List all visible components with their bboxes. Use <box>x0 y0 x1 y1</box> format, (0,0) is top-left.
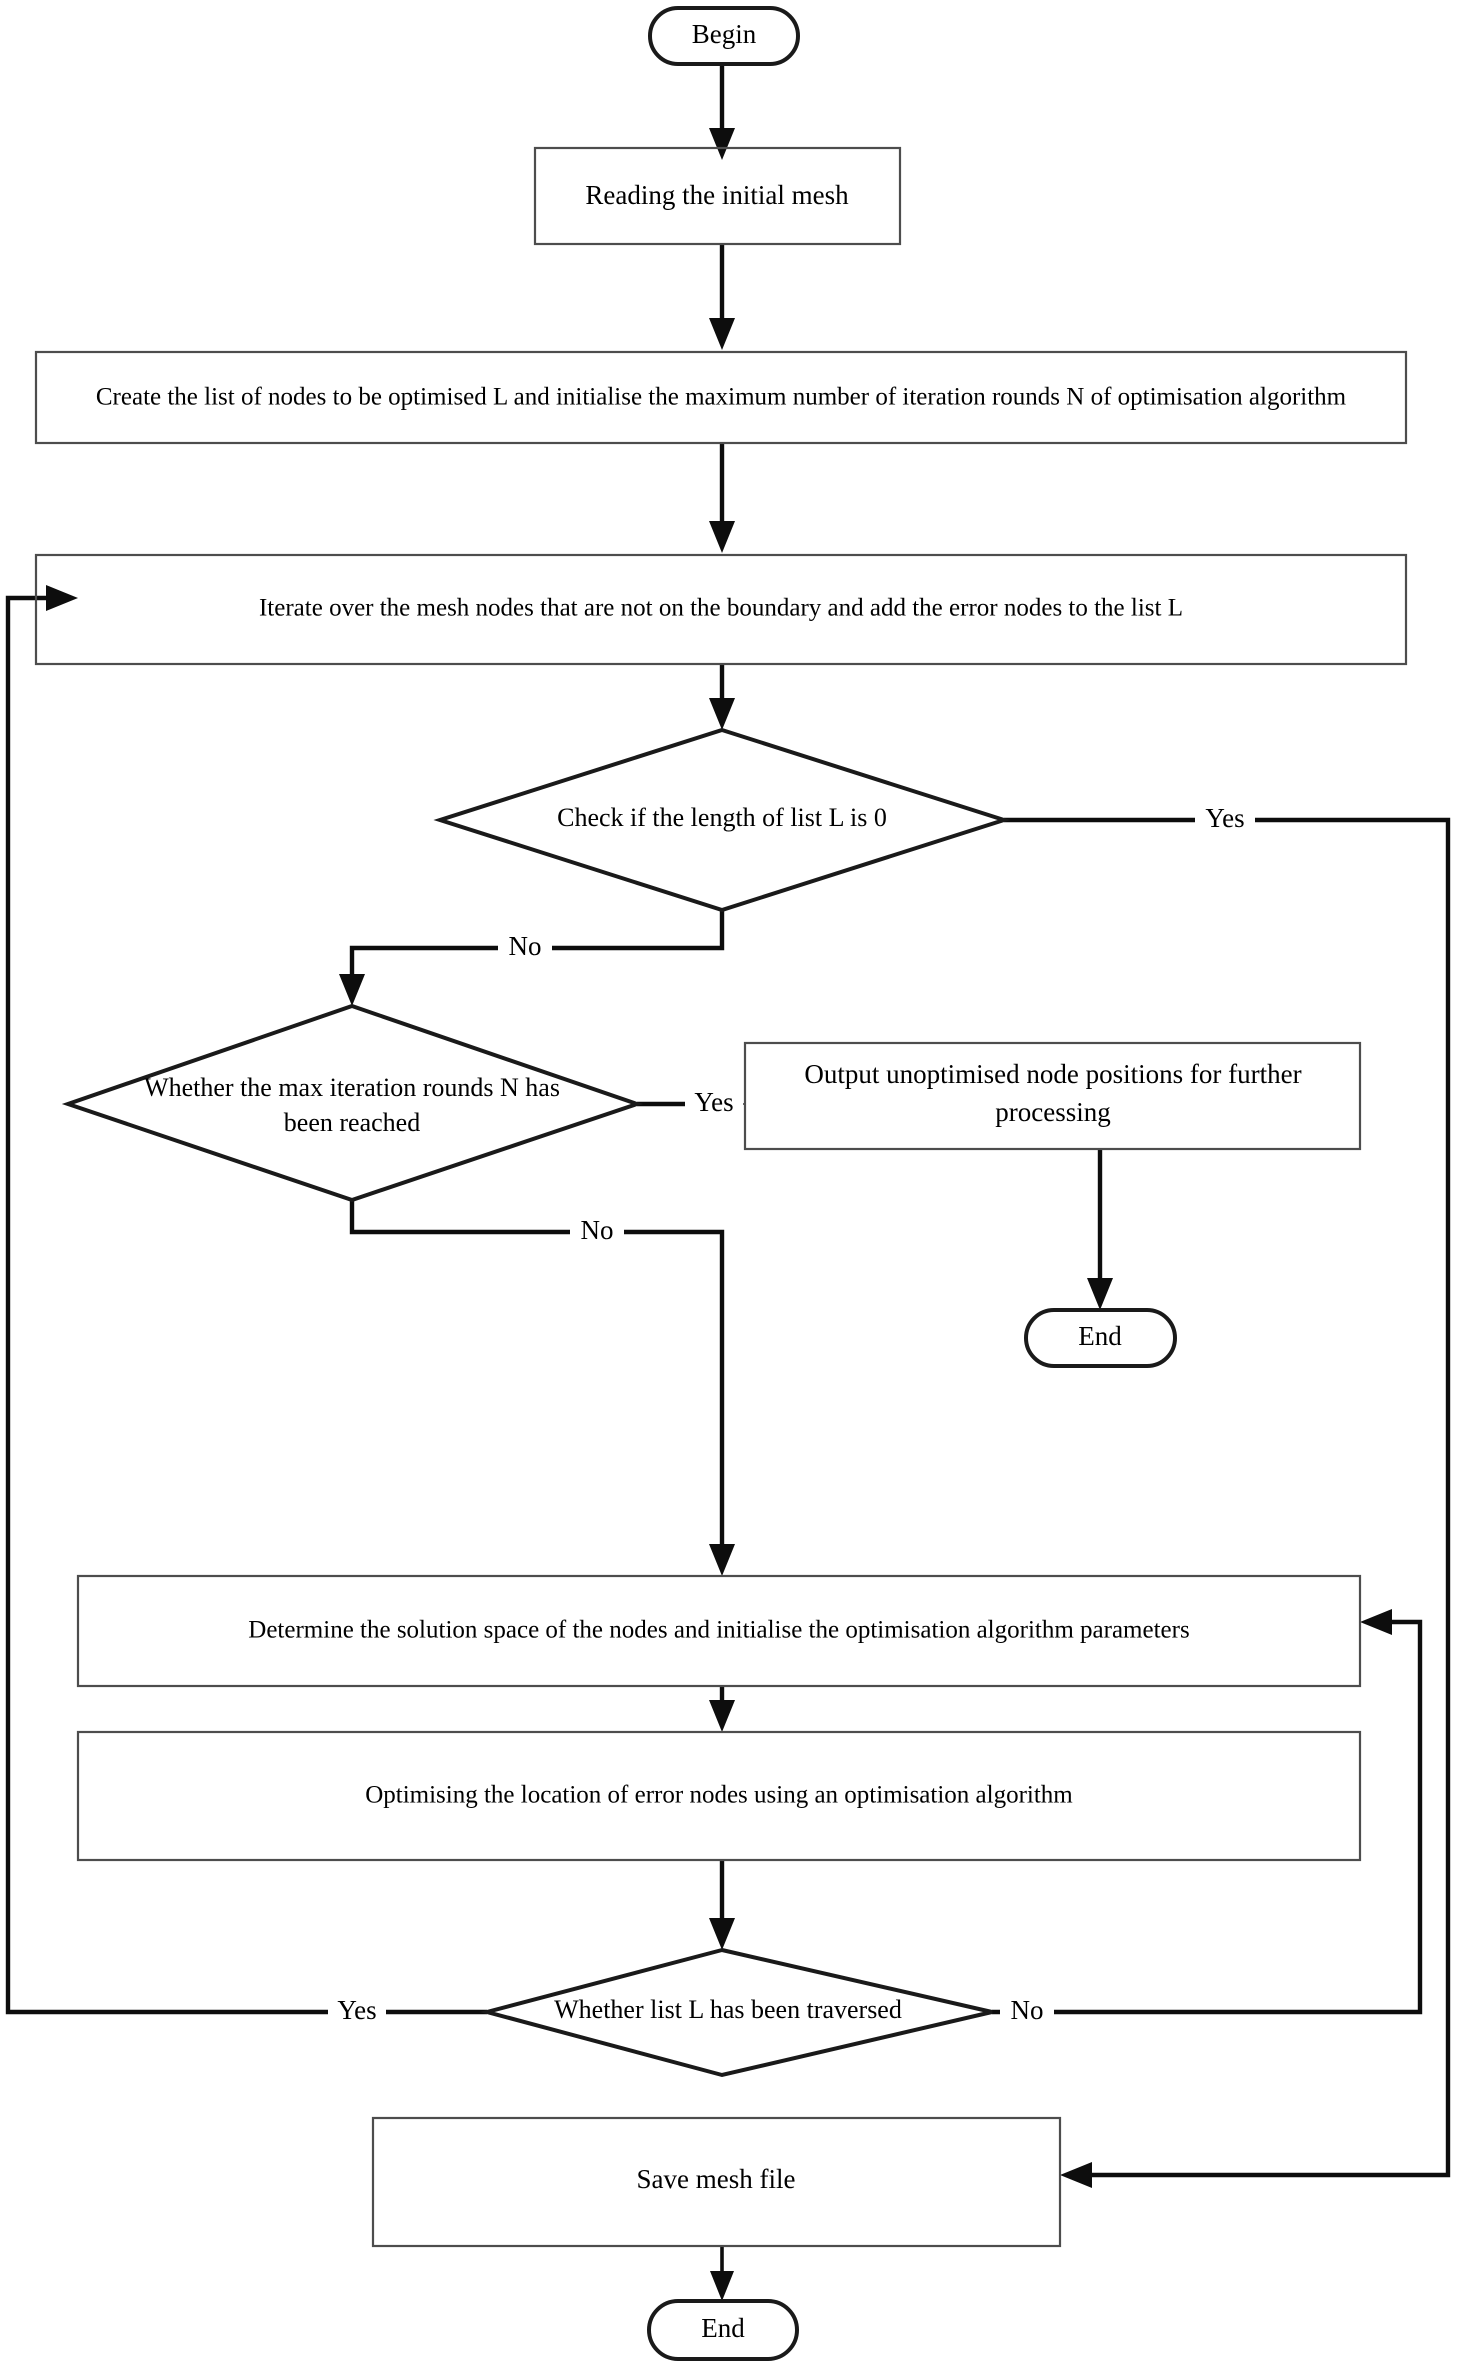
node-optimise-location[interactable]: Optimising the location of error nodes u… <box>76 1730 1362 1862</box>
edge-determine-to-optimise <box>709 1686 735 1732</box>
node-save-mesh-label: Save mesh file <box>637 2164 796 2194</box>
node-determine-space[interactable]: Determine the solution space of the node… <box>76 1574 1362 1688</box>
node-end-lower[interactable]: End <box>647 2299 799 2361</box>
svg-text:Yes: Yes <box>694 1087 733 1117</box>
node-check-length[interactable]: Check if the length of list L is 0 <box>433 727 1011 913</box>
node-end-upper[interactable]: End <box>1024 1308 1177 1368</box>
node-read-mesh-label: Reading the initial mesh <box>585 180 849 210</box>
node-iterate-label: Iterate over the mesh nodes that are not… <box>259 595 1183 622</box>
edge-optimise-to-checktraversed <box>709 1860 735 1950</box>
edge-label-rounds-no: No <box>570 1214 624 1250</box>
edge-iterate-to-checklength <box>709 664 735 730</box>
node-save-mesh[interactable]: Save mesh file <box>371 2116 1062 2248</box>
node-iterate[interactable]: Iterate over the mesh nodes that are not… <box>34 553 1408 666</box>
edge-label-length-no: No <box>498 930 552 966</box>
node-check-traversed-label: Whether list L has been traversed <box>554 1995 902 2024</box>
edge-checktraversed-yes <box>5 585 487 2015</box>
node-read-mesh[interactable]: Reading the initial mesh <box>533 146 902 246</box>
node-check-traversed[interactable]: Whether list L has been traversed <box>479 1947 993 2078</box>
node-create-list-label: Create the list of nodes to be optimised… <box>96 384 1347 411</box>
edge-label-rounds-yes: Yes <box>685 1086 743 1122</box>
node-check-length-label: Check if the length of list L is 0 <box>557 803 887 832</box>
node-optimise-location-label: Optimising the location of error nodes u… <box>365 1782 1073 1809</box>
node-end-upper-label: End <box>1078 1321 1122 1351</box>
edge-create-to-iterate <box>709 443 735 553</box>
edge-label-length-yes: Yes <box>1195 802 1255 838</box>
edge-checklength-yes <box>1004 817 1451 2188</box>
edge-checktraversed-no <box>992 1609 1423 2015</box>
node-end-lower-label: End <box>701 2313 745 2343</box>
node-output-unoptimised-label-line1: Output unoptimised node positions for fu… <box>804 1059 1301 1089</box>
node-check-rounds-label-line2: been reached <box>284 1108 420 1137</box>
edge-checkrounds-no <box>349 1200 735 1576</box>
svg-text:No: No <box>1011 1995 1044 2025</box>
node-check-rounds[interactable]: Whether the max iteration rounds N has b… <box>61 1003 644 1203</box>
edge-label-traversed-no: No <box>1000 1994 1054 2030</box>
node-create-list[interactable]: Create the list of nodes to be optimised… <box>34 350 1408 445</box>
edge-read-to-create <box>709 244 735 350</box>
edge-label-layer: Yes No Yes No Yes No <box>328 802 1255 2030</box>
node-begin-label: Begin <box>692 19 757 49</box>
svg-text:No: No <box>509 931 542 961</box>
node-determine-space-label: Determine the solution space of the node… <box>248 1617 1189 1644</box>
edge-begin-to-read <box>709 63 735 160</box>
edge-output-to-end <box>1087 1149 1113 1310</box>
node-output-unoptimised-label-line2: processing <box>995 1097 1110 1127</box>
node-check-rounds-label-line1: Whether the max iteration rounds N has <box>144 1073 560 1102</box>
svg-text:Yes: Yes <box>337 1995 376 2025</box>
edge-save-to-end <box>710 2246 734 2301</box>
svg-text:No: No <box>581 1215 614 1245</box>
svg-text:Yes: Yes <box>1205 803 1244 833</box>
edge-label-traversed-yes: Yes <box>328 1994 386 2030</box>
node-output-unoptimised[interactable]: Output unoptimised node positions for fu… <box>743 1041 1362 1151</box>
node-begin[interactable]: Begin <box>648 6 800 66</box>
